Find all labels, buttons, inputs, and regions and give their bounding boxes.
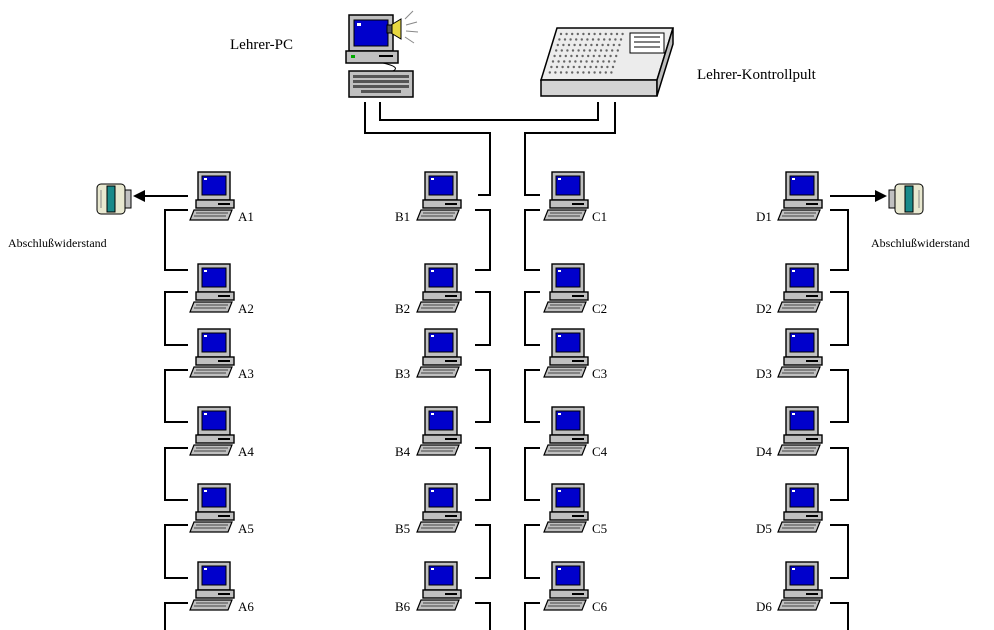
workstation-label: A5: [238, 521, 254, 536]
workstation-label: C2: [592, 301, 608, 316]
workstation-c6-desktop-computer-icon: [542, 560, 592, 617]
control-panel-label: Lehrer-Kontrollpult: [697, 67, 816, 83]
workstation-label: A1: [238, 209, 254, 224]
workstation-label: D2: [756, 301, 772, 316]
workstation-d2-desktop-computer-icon: [776, 262, 826, 319]
terminator-right-label: Abschlußwiderstand: [871, 236, 970, 250]
workstation-label: C6: [592, 599, 608, 614]
workstation-label: D4: [756, 444, 772, 459]
workstation-label: C1: [592, 209, 608, 224]
workstation-a5-desktop-computer-icon: [188, 482, 238, 539]
workstation-b5-desktop-computer-icon: [415, 482, 465, 539]
workstation-label: D1: [756, 209, 772, 224]
workstation-d4-desktop-computer-icon: [776, 405, 826, 462]
workstation-a2-desktop-computer-icon: [188, 262, 238, 319]
workstation-label: B6: [395, 599, 411, 614]
workstation-label: C4: [592, 444, 608, 459]
workstation-c1-desktop-computer-icon: [542, 170, 592, 227]
workstation-label: D5: [756, 521, 772, 536]
workstation-b4-desktop-computer-icon: [415, 405, 465, 462]
workstation-d1-desktop-computer-icon: [776, 170, 826, 227]
workstation-label: B5: [395, 521, 411, 536]
workstation-b1-desktop-computer-icon: [415, 170, 465, 227]
workstation-d6-desktop-computer-icon: [776, 560, 826, 617]
workstation-label: B4: [395, 444, 411, 459]
workstation-label: D6: [756, 599, 772, 614]
workstation-d3-desktop-computer-icon: [776, 327, 826, 384]
workstation-label: A6: [238, 599, 254, 614]
workstation-label: A2: [238, 301, 254, 316]
workstation-b3-desktop-computer-icon: [415, 327, 465, 384]
workstation-c5-desktop-computer-icon: [542, 482, 592, 539]
terminator-plug-icon: [888, 183, 924, 215]
terminator-plug-icon: [96, 183, 132, 215]
workstation-c2-desktop-computer-icon: [542, 262, 592, 319]
teacher-pc-label: Lehrer-PC: [230, 37, 294, 53]
workstation-a6-desktop-computer-icon: [188, 560, 238, 617]
workstation-a4-desktop-computer-icon: [188, 405, 238, 462]
workstation-label: B1: [395, 209, 411, 224]
workstation-label: B3: [395, 366, 411, 381]
workstation-c4-desktop-computer-icon: [542, 405, 592, 462]
workstation-b2-desktop-computer-icon: [415, 262, 465, 319]
workstation-c3-desktop-computer-icon: [542, 327, 592, 384]
teacher-pc-speaker-icon: [345, 10, 419, 98]
workstation-b6-desktop-computer-icon: [415, 560, 465, 617]
workstation-label: A4: [238, 444, 254, 459]
workstation-d5-desktop-computer-icon: [776, 482, 826, 539]
terminator-left-label: Abschlußwiderstand: [8, 236, 107, 250]
workstation-label: D3: [756, 366, 772, 381]
workstation-a3-desktop-computer-icon: [188, 327, 238, 384]
workstation-label: B2: [395, 301, 411, 316]
workstation-label: C3: [592, 366, 608, 381]
workstation-label: C5: [592, 521, 608, 536]
workstation-a1-desktop-computer-icon: [188, 170, 238, 227]
control-panel-icon: [539, 27, 675, 97]
workstation-label: A3: [238, 366, 254, 381]
